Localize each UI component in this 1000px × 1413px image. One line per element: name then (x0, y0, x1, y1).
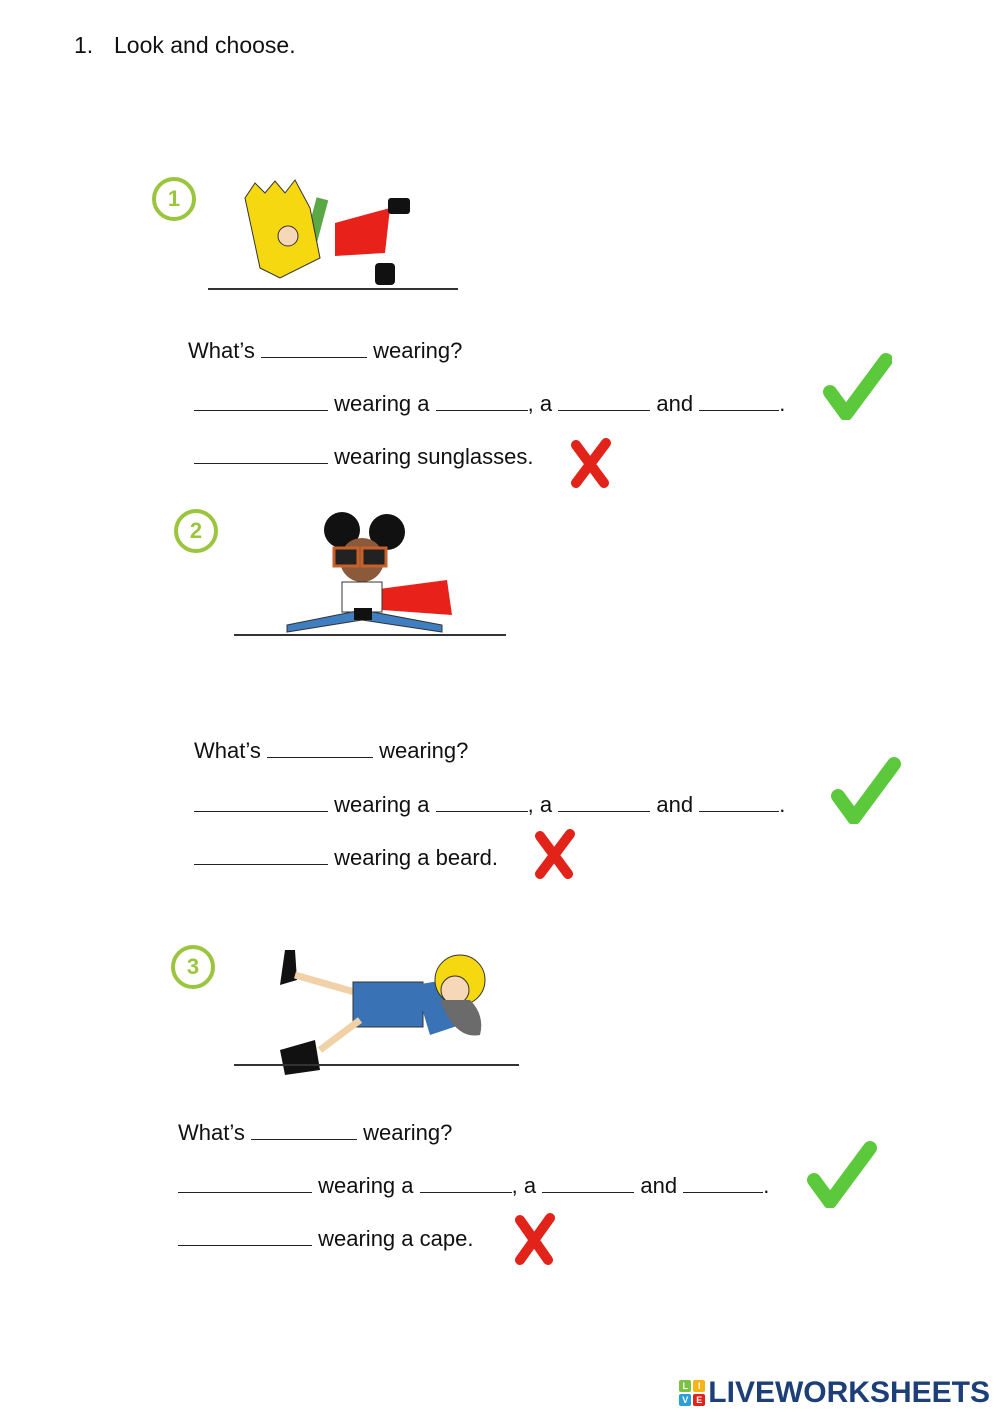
answer-blank[interactable] (194, 445, 328, 464)
logo-blocks-icon: L I V E (679, 1380, 706, 1406)
ground-line (234, 1064, 519, 1066)
negative-line-3: wearing a cape. (178, 1226, 473, 1252)
answer-blank[interactable] (542, 1174, 635, 1193)
answer-blank[interactable] (194, 846, 328, 865)
ground-line (234, 634, 506, 636)
answer-blank[interactable] (419, 1174, 512, 1193)
answer-blank[interactable] (699, 392, 780, 411)
logo-text: LIVEWORKSHEETS (708, 1376, 990, 1409)
negative-line-1: wearing sunglasses. (194, 444, 533, 470)
item-badge-1: 1 (152, 177, 196, 221)
answer-blank[interactable] (435, 392, 528, 411)
answer-blank[interactable] (558, 793, 651, 812)
exercise-number: 1. (74, 32, 94, 58)
item-badge-2: 2 (174, 509, 218, 553)
ground-line (208, 288, 458, 290)
negative-line-2: wearing a beard. (194, 845, 498, 871)
question-line-3: What’s wearing? (178, 1120, 453, 1145)
answer-blank[interactable] (260, 339, 367, 358)
answer-blank[interactable] (194, 793, 328, 812)
question-line-2: What’s wearing? (194, 738, 469, 763)
answer-blank[interactable] (194, 392, 328, 411)
answer-blank[interactable] (699, 793, 780, 812)
exercise-instruction: Look and choose. (114, 32, 296, 58)
answer-blank[interactable] (266, 739, 373, 758)
answer-blank[interactable] (178, 1227, 312, 1246)
positive-line-1: wearing a , a and . (194, 391, 785, 417)
positive-line-2: wearing a , a and . (194, 792, 785, 818)
check-icon[interactable] (806, 1140, 878, 1208)
girl-splits-illustration (286, 512, 452, 633)
positive-line-3: wearing a , a and . (178, 1173, 769, 1199)
answer-blank[interactable] (683, 1174, 764, 1193)
answer-blank[interactable] (558, 392, 651, 411)
answer-blank[interactable] (178, 1174, 312, 1193)
answer-blank[interactable] (250, 1121, 357, 1140)
girl-cartwheel-illustration (244, 179, 410, 285)
answer-blank[interactable] (435, 793, 528, 812)
liveworksheets-logo: L I V E LIVEWORKSHEETS (679, 1376, 990, 1410)
question-line-1: What’s wearing? (188, 338, 463, 363)
bearded-man-illustration (280, 950, 486, 1075)
check-icon[interactable] (830, 756, 902, 824)
exercise-heading: 1. Look and choose. (74, 32, 296, 59)
item-badge-3: 3 (171, 945, 215, 989)
cross-icon[interactable] (510, 1212, 558, 1266)
cross-icon[interactable] (530, 828, 578, 880)
check-icon[interactable] (822, 352, 892, 420)
cross-icon[interactable] (566, 437, 614, 489)
